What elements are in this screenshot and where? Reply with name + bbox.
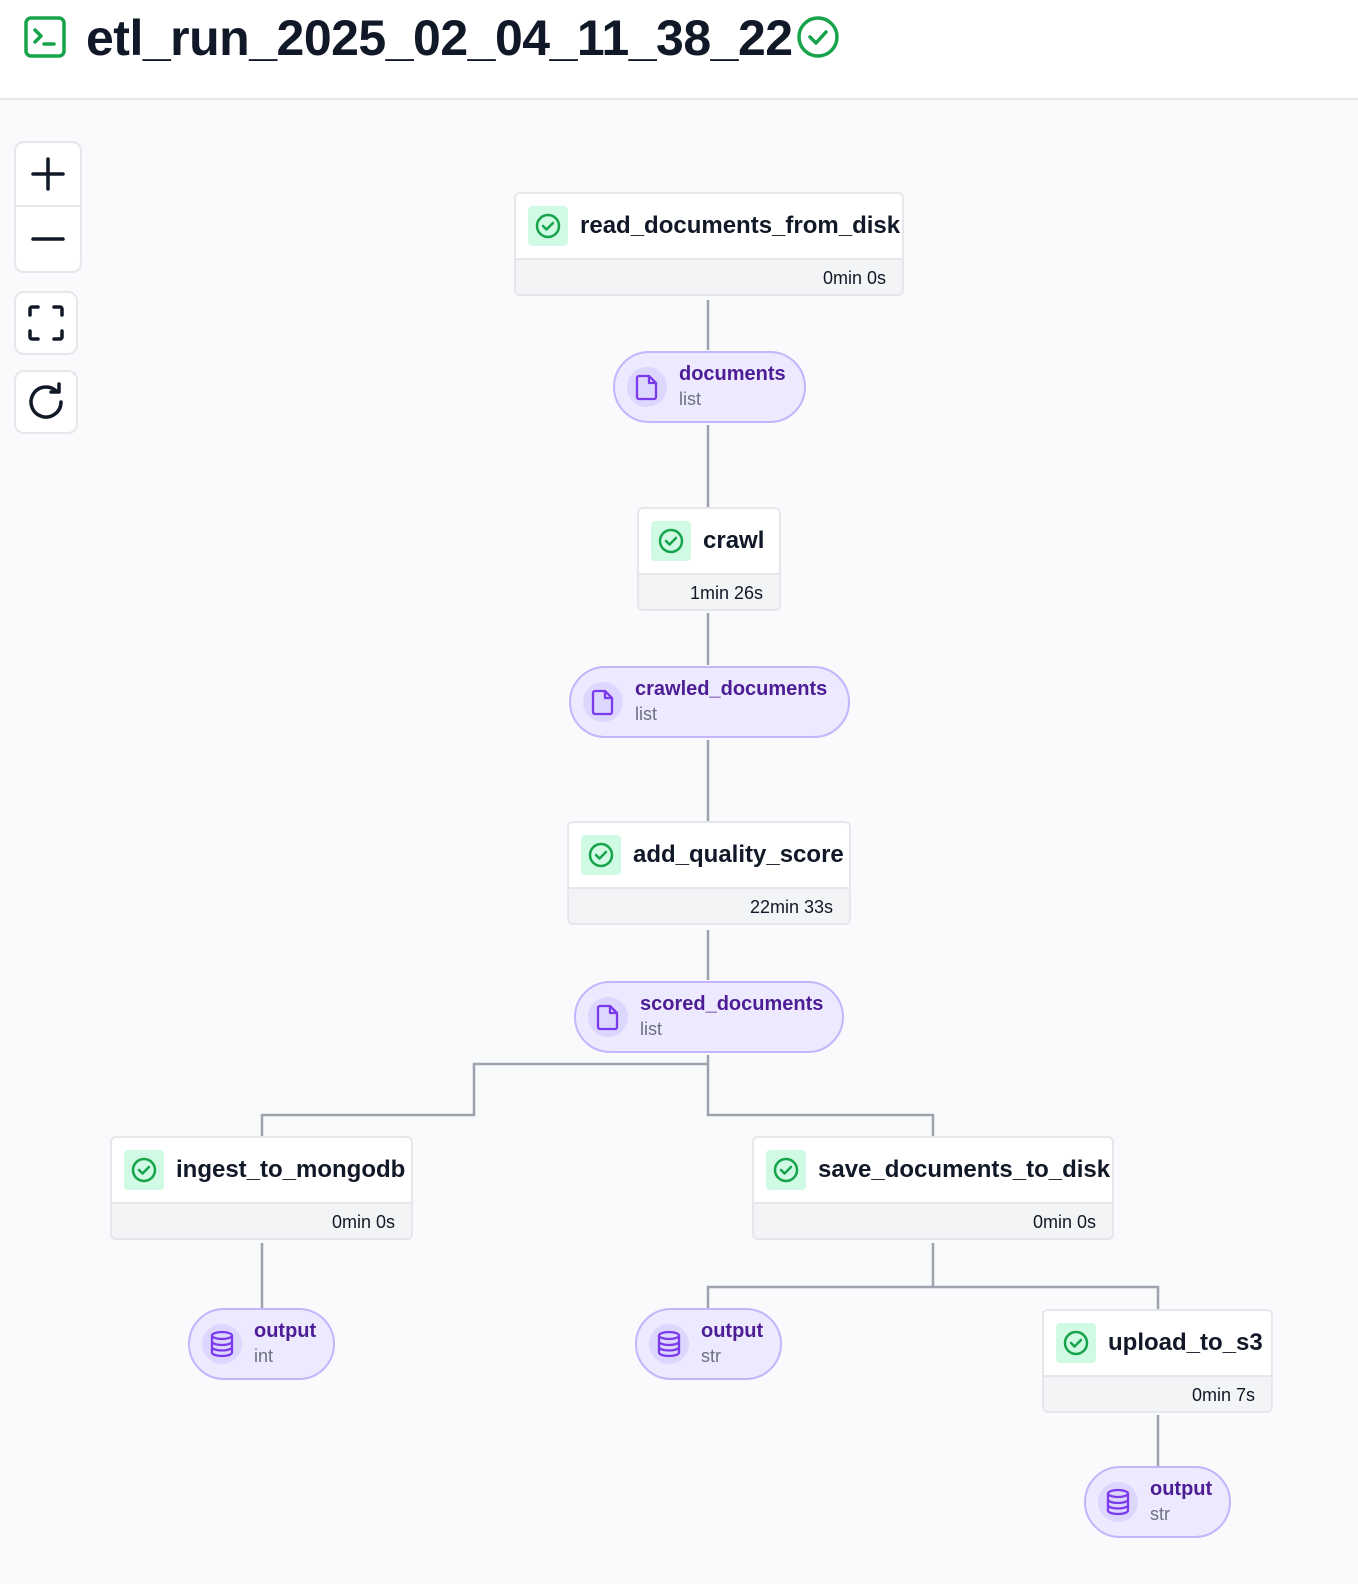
zoom-in-button[interactable] — [16, 143, 80, 207]
check-circle-icon — [528, 206, 568, 246]
zoom-controls — [14, 141, 82, 273]
edge — [706, 1064, 935, 1137]
artifact-scored-documents[interactable]: scored_documents list — [574, 981, 844, 1053]
plus-icon — [31, 157, 65, 191]
artifact-type: int — [254, 1346, 274, 1366]
step-ingest-to-mongodb[interactable]: ingest_to_mongodb 0min 0s — [110, 1136, 413, 1240]
step-duration: 0min 7s — [1044, 1375, 1271, 1411]
zoom-out-button[interactable] — [16, 207, 80, 271]
check-circle-icon — [124, 1150, 164, 1190]
edge — [933, 1285, 1160, 1309]
check-circle-icon — [797, 16, 839, 58]
page-title: etl_run_2025_02_04_11_38_22 — [86, 10, 793, 66]
step-add-quality-score[interactable]: add_quality_score 22min 33s — [567, 821, 851, 925]
artifact-output-s3[interactable]: output str — [1084, 1466, 1231, 1538]
artifact-name: crawled_documents — [635, 678, 828, 700]
minus-icon — [31, 237, 65, 241]
artifact-type: str — [1150, 1504, 1170, 1524]
step-name: ingest_to_mongodb — [176, 1156, 406, 1183]
artifact-type: str — [701, 1346, 721, 1366]
dag-canvas[interactable]: read_documents_from_disk 0min 0s documen… — [0, 100, 1358, 1584]
step-name: crawl — [703, 527, 765, 554]
step-save-documents-to-disk[interactable]: save_documents_to_disk 0min 0s — [752, 1136, 1114, 1240]
database-icon — [202, 1324, 242, 1364]
file-icon — [627, 367, 667, 407]
step-name: read_documents_from_disk — [580, 212, 901, 239]
refresh-button[interactable] — [16, 372, 76, 432]
artifact-type: list — [640, 1019, 662, 1039]
database-icon — [1098, 1482, 1138, 1522]
step-read-documents-from-disk[interactable]: read_documents_from_disk 0min 0s — [514, 192, 904, 296]
step-duration: 1min 26s — [639, 573, 779, 609]
artifact-output-mongodb[interactable]: output int — [188, 1308, 335, 1380]
step-name: upload_to_s3 — [1108, 1329, 1263, 1356]
run-header: etl_run_2025_02_04_11_38_22 — [0, 0, 1358, 100]
terminal-icon — [24, 16, 66, 58]
check-circle-icon — [1056, 1323, 1096, 1363]
step-name: add_quality_score — [633, 841, 844, 868]
fit-view-icon — [28, 305, 64, 341]
artifact-name: scored_documents — [640, 993, 824, 1015]
artifact-documents[interactable]: documents list — [613, 351, 806, 423]
refresh-icon — [29, 382, 63, 419]
step-upload-to-s3[interactable]: upload_to_s3 0min 7s — [1042, 1309, 1273, 1413]
check-circle-icon — [651, 521, 691, 561]
artifact-type: list — [679, 389, 701, 409]
step-crawl[interactable]: crawl 1min 26s — [637, 507, 781, 611]
step-duration: 22min 33s — [569, 887, 849, 923]
dag-edges — [260, 300, 1160, 1466]
edge — [706, 1243, 935, 1309]
step-duration: 0min 0s — [112, 1202, 411, 1238]
fit-view-button[interactable] — [16, 293, 76, 353]
check-circle-icon — [581, 835, 621, 875]
database-icon — [649, 1324, 689, 1364]
artifact-type: list — [635, 704, 657, 724]
artifact-crawled-documents[interactable]: crawled_documents list — [569, 666, 850, 738]
step-name: save_documents_to_disk — [818, 1156, 1111, 1183]
artifact-name: output — [1150, 1478, 1213, 1500]
artifact-name: output — [254, 1320, 317, 1342]
step-duration: 0min 0s — [754, 1202, 1112, 1238]
artifact-name: output — [701, 1320, 764, 1342]
file-icon — [588, 997, 628, 1037]
file-icon — [583, 682, 623, 722]
check-circle-icon — [766, 1150, 806, 1190]
artifact-name: documents — [679, 363, 786, 385]
fit-view-control — [14, 291, 78, 355]
step-duration: 0min 0s — [516, 258, 902, 294]
artifact-output-disk[interactable]: output str — [635, 1308, 782, 1380]
refresh-control — [14, 370, 78, 434]
edge — [260, 1055, 710, 1137]
